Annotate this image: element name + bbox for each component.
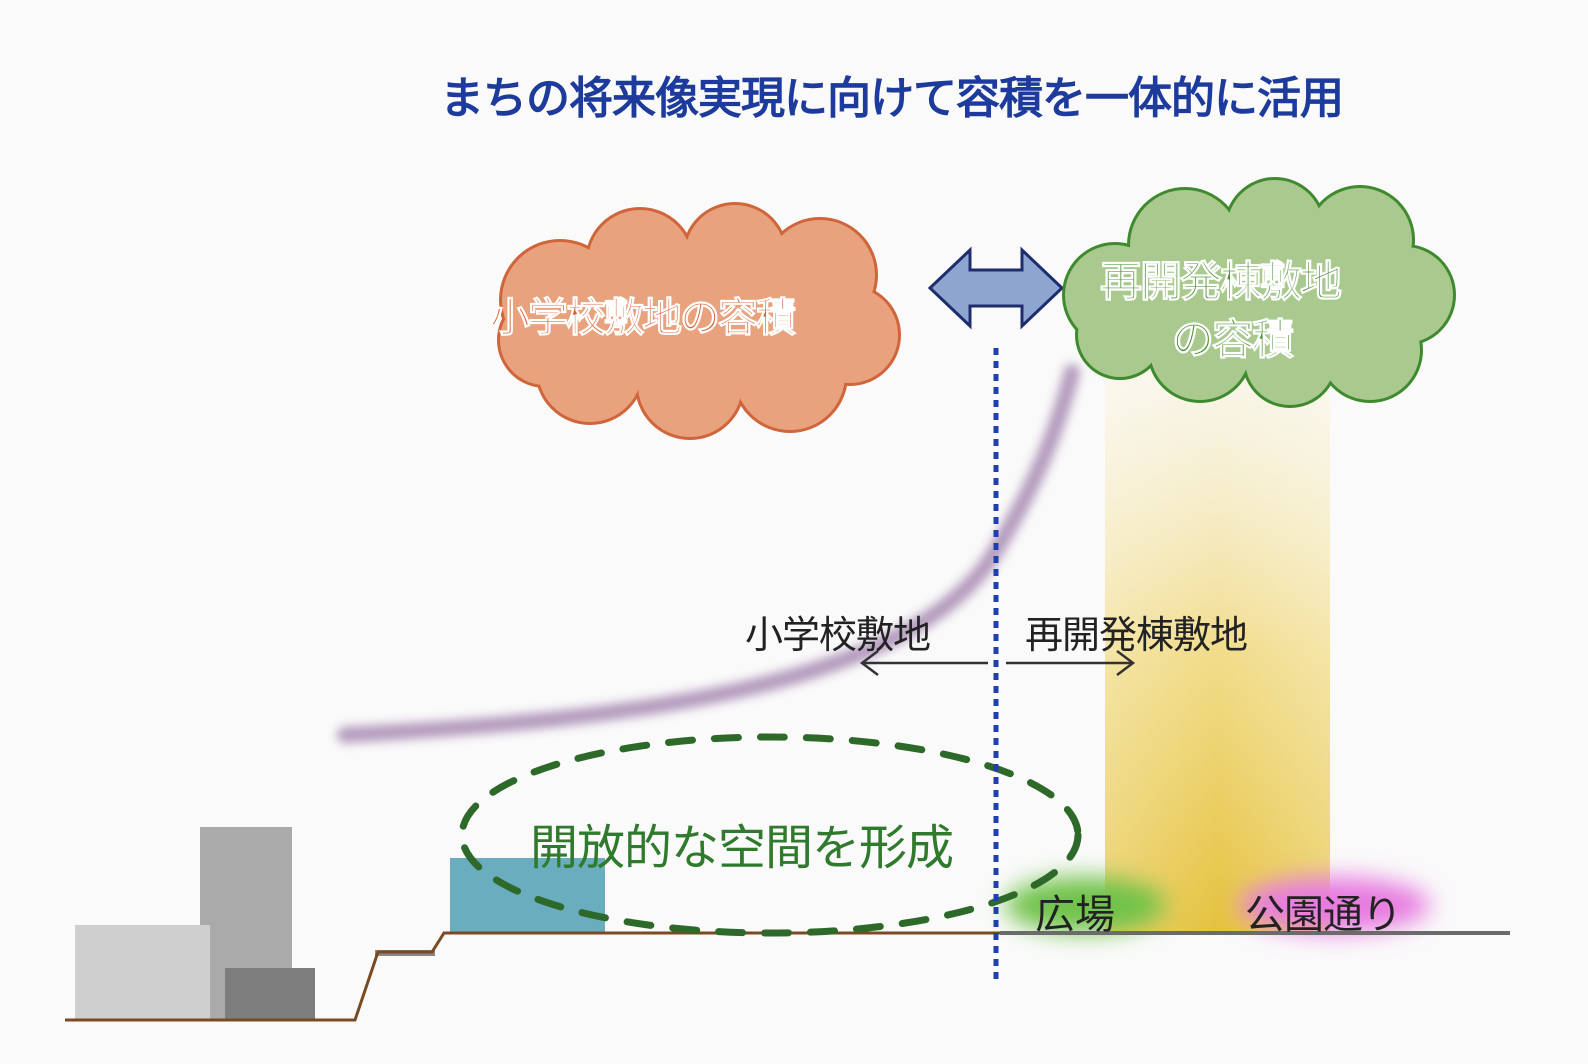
site-arrows (859, 650, 1136, 676)
plaza-label: 広場 (1035, 892, 1115, 938)
page-title: まちの将来像実現に向けて容積を一体的に活用 (440, 73, 1344, 124)
redevelopment-capacity-cloud (1062, 177, 1456, 408)
open-space-label: 開放的な空間を形成 (530, 820, 954, 876)
redevelopment-site-label: 再開発棟敷地 (1025, 613, 1248, 657)
school-cloud-label: 小学校敷地の容積 (490, 295, 797, 342)
open-space-dashed-ellipse (458, 733, 1082, 937)
plaza-glow (1005, 877, 1165, 933)
park-street-label: 公園通り (1245, 892, 1402, 938)
school-building (450, 858, 605, 933)
floor-area-transfer-curve (337, 364, 1080, 743)
school-capacity-cloud (497, 202, 901, 440)
school-site-label: 小学校敷地 (745, 613, 931, 657)
building-left (75, 925, 210, 1020)
redevelopment-cloud-label-line1: 再開発棟敷地 (1099, 257, 1342, 307)
exchange-double-arrow-icon (927, 246, 1065, 330)
park-street-glow (1240, 877, 1430, 933)
ground-line (65, 931, 1000, 1022)
building-dark (225, 968, 315, 1020)
redevelopment-cloud-label-line2: の容積 (1171, 315, 1294, 365)
